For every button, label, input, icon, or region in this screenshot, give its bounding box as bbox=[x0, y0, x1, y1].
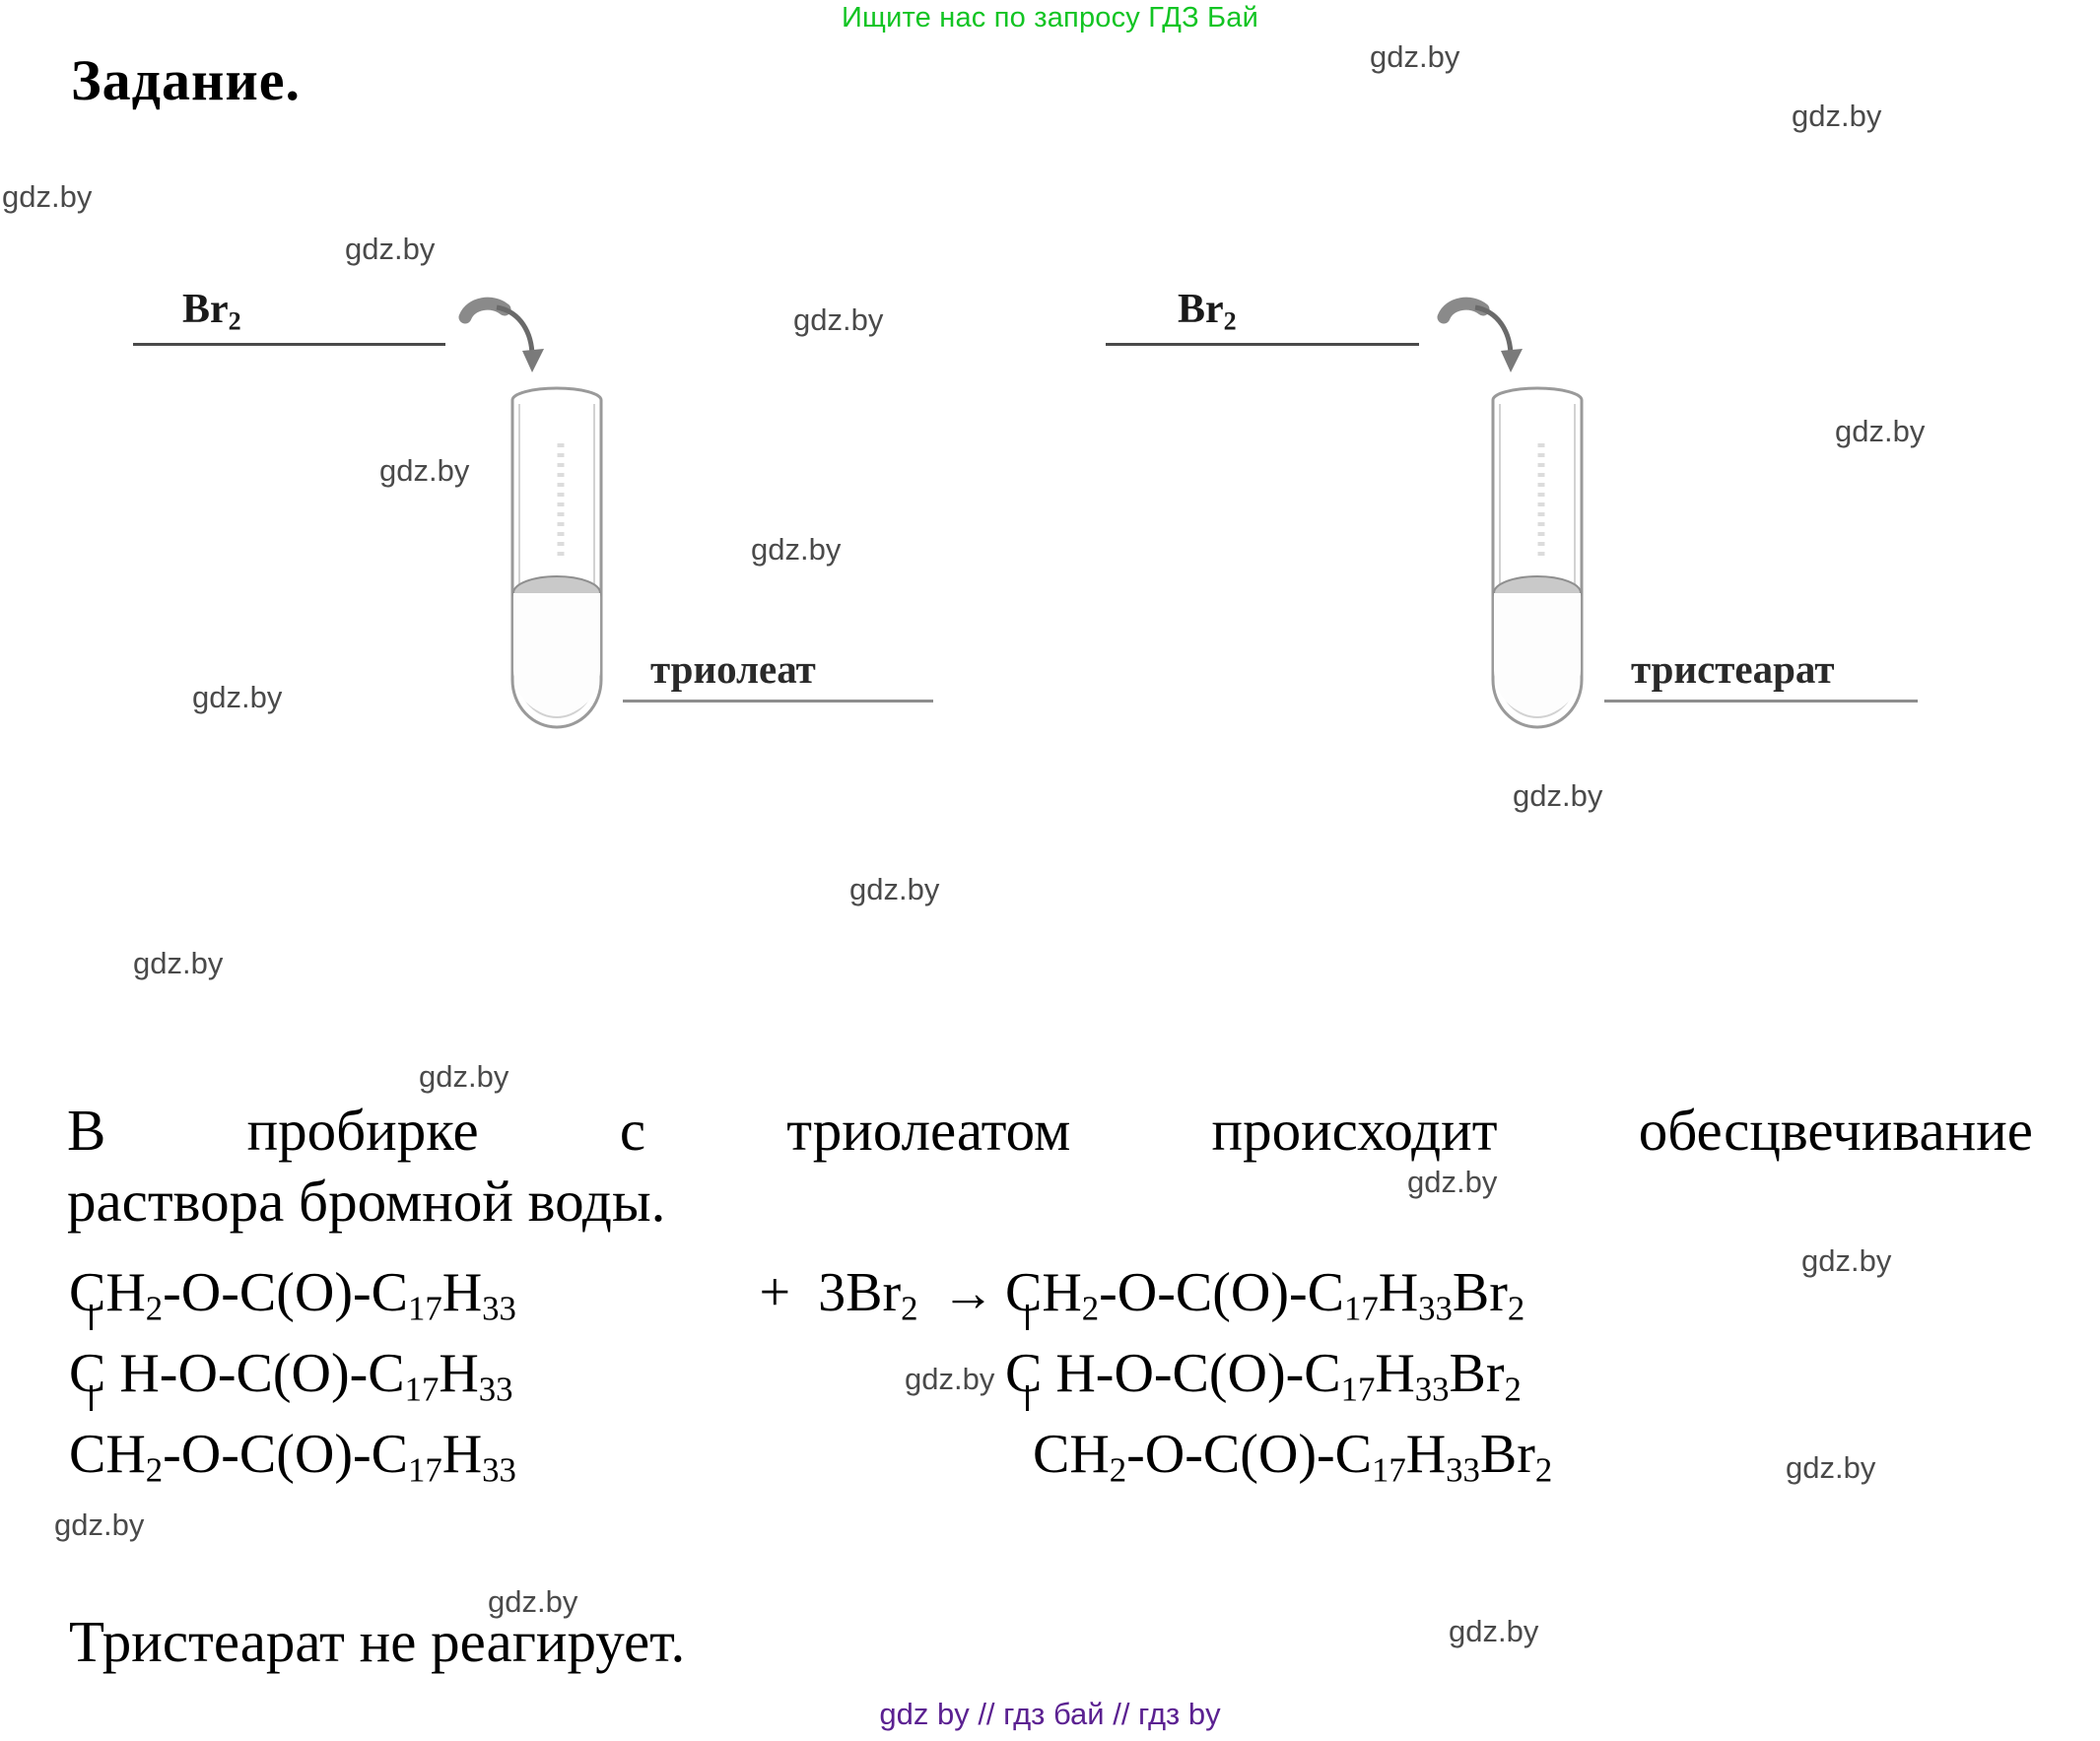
watermark: gdz.by bbox=[1513, 778, 1603, 813]
watermark: gdz.by bbox=[1801, 1243, 1892, 1278]
answer-word: происходит bbox=[1211, 1098, 1498, 1163]
watermark: gdz.by bbox=[849, 872, 940, 906]
reagent-underline-left bbox=[133, 343, 445, 346]
watermark: gdz.by bbox=[2, 179, 93, 214]
equation-operator-row-1: + 3Br2 → bbox=[759, 1253, 1005, 1334]
equation-left-row-2: C H-O-C(O)-C17H33 bbox=[69, 1334, 759, 1415]
answer-word: обесцвечивание bbox=[1638, 1098, 2033, 1163]
watermark: gdz.by bbox=[905, 1362, 995, 1396]
substance-underline-right bbox=[1604, 700, 1918, 703]
reagent-label-br2-left: Br2 bbox=[182, 287, 241, 336]
promo-banner-top: Ищите нас по запросу ГДЗ Бай bbox=[841, 2, 1258, 33]
watermark: gdz.by bbox=[345, 232, 436, 266]
watermark: gdz.by bbox=[192, 680, 283, 714]
substance-underline-left bbox=[623, 700, 933, 703]
equation-right-row-1: CH2-O-C(O)-C17H33Br2 bbox=[1005, 1253, 1754, 1334]
test-tube-left bbox=[510, 386, 603, 729]
watermark: gdz.by bbox=[751, 532, 842, 567]
equation-left-row-1: CH2-O-C(O)-C17H33 bbox=[69, 1253, 759, 1334]
answer-line-1: В пробирке с триолеатом происходит обесц… bbox=[67, 1096, 2033, 1167]
bond-tick-icon bbox=[1026, 1385, 1029, 1411]
bond-tick-icon bbox=[90, 1385, 93, 1411]
answer-line-2: раствора бромной воды. bbox=[67, 1168, 666, 1234]
answer-word: с bbox=[619, 1098, 646, 1163]
answer-word: В bbox=[67, 1098, 106, 1163]
substance-label-trioleate: триолеат bbox=[650, 646, 816, 692]
pour-arrow-right-icon bbox=[1437, 297, 1523, 372]
substance-label-tristearate: тристеарат bbox=[1631, 646, 1835, 692]
bond-tick-icon bbox=[1026, 1305, 1029, 1330]
watermark: gdz.by bbox=[54, 1507, 145, 1542]
watermark: gdz.by bbox=[1835, 414, 1926, 448]
watermark: gdz.by bbox=[133, 946, 224, 980]
watermark: gdz.by bbox=[488, 1584, 578, 1619]
reagent-underline-right bbox=[1106, 343, 1419, 346]
reagent-label-br2-right: Br2 bbox=[1178, 287, 1237, 336]
equation-right-row-2: C H-O-C(O)-C17H33Br2 bbox=[1005, 1334, 1754, 1415]
page-title: Задание. bbox=[71, 48, 302, 112]
watermark: gdz.by bbox=[1792, 99, 1882, 133]
equation-right-row-3: CH2-O-C(O)-C17H33Br2 bbox=[1033, 1424, 1553, 1490]
promo-banner-bottom: gdz by // гдз бай // гдз by bbox=[879, 1697, 1221, 1731]
watermark: gdz.by bbox=[379, 453, 470, 488]
equation-row-3: CH2-O-C(O)-C17H33 CH2-O-C(O)-C17H33Br2 bbox=[69, 1415, 1782, 1496]
figure-tristearate: Br2 тристеарат bbox=[995, 0, 2099, 769]
figure-trioleate: Br2 триолеат bbox=[0, 0, 1035, 769]
chemical-equation: CH2-O-C(O)-C17H33 + 3Br2 → CH2-O-C(O)-C1… bbox=[69, 1253, 1782, 1496]
watermark: gdz.by bbox=[419, 1059, 509, 1094]
equation-left-row-3: CH2-O-C(O)-C17H33 bbox=[69, 1424, 516, 1490]
bond-tick-icon bbox=[90, 1305, 93, 1330]
conclusion-text: Тристеарат не реагирует. bbox=[69, 1609, 686, 1674]
answer-word: триолеатом bbox=[786, 1098, 1071, 1163]
reaction-arrow-icon: → bbox=[941, 1263, 995, 1322]
watermark: gdz.by bbox=[793, 302, 884, 337]
watermark: gdz.by bbox=[1407, 1165, 1498, 1199]
equation-row-2: C H-O-C(O)-C17H33 C H-O-C(O)-C17H33Br2 bbox=[69, 1334, 1782, 1415]
watermark: gdz.by bbox=[1786, 1450, 1876, 1485]
watermark: gdz.by bbox=[1370, 39, 1460, 74]
watermark: gdz.by bbox=[1449, 1614, 1539, 1648]
equation-row-1: CH2-O-C(O)-C17H33 + 3Br2 → CH2-O-C(O)-C1… bbox=[69, 1253, 1782, 1334]
test-tube-right bbox=[1491, 386, 1584, 729]
answer-paragraph: В пробирке с триолеатом происходит обесц… bbox=[67, 1096, 2033, 1238]
answer-word: пробирке bbox=[246, 1098, 479, 1163]
pour-arrow-left-icon bbox=[458, 297, 544, 372]
